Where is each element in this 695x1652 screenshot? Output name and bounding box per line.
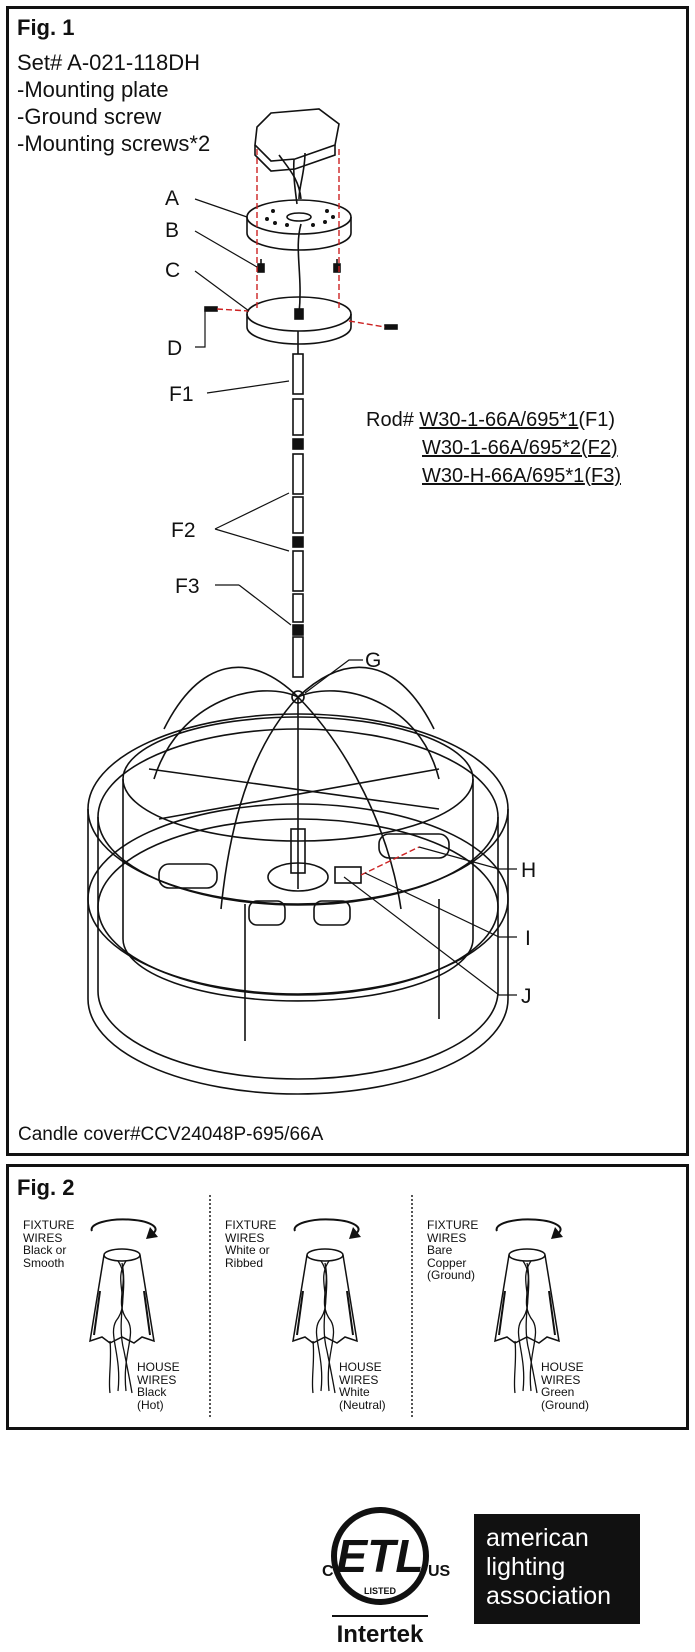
candle-cover-label: Candle cover#CCV24048P-695/66A <box>18 1124 324 1145</box>
part-mounting-plate: -Mounting plate <box>17 77 169 102</box>
rod-prefix: Rod# <box>366 409 414 431</box>
rod-list: Rod# W30-1-66A/695*1(F1) W30-1-66A/695*2… <box>366 406 666 490</box>
callout-i: I <box>525 927 531 950</box>
part-ground-screw: -Ground screw <box>17 104 162 129</box>
wire-nut-icon-1 <box>89 1218 159 1394</box>
callout-f2: F2 <box>171 519 196 542</box>
red-guide-lines <box>216 149 420 876</box>
junction-box <box>254 108 340 205</box>
etl-c-mark: C <box>322 1563 334 1580</box>
etl-listed-text: LISTED <box>364 1586 397 1596</box>
etl-us-mark: US <box>428 1563 451 1580</box>
figure-1-title: Fig. 1 <box>17 15 75 40</box>
callout-j: J <box>521 985 532 1008</box>
mounting-screws <box>257 259 341 273</box>
rod-f3-suffix: (F3) <box>584 465 621 487</box>
rod-f2-suffix: (F2) <box>580 437 618 459</box>
callout-h: H <box>521 859 536 882</box>
etl-listed-logo: ETL LISTED C US Intertek <box>322 1507 451 1648</box>
callout-f1: F1 <box>169 383 194 406</box>
rod-f1-suffix: (F1) <box>578 409 616 431</box>
rod-f3-code: W30-H-66A/695*1 <box>422 465 585 487</box>
callout-leaders <box>194 198 517 996</box>
callout-b: B <box>165 219 179 242</box>
svg-text:ETL: ETL <box>337 1530 424 1582</box>
chandelier-assembly-drawing: A B C D F1 F2 F3 G H I J <box>87 108 536 1095</box>
cage-fixture <box>87 666 509 1095</box>
callout-g: G <box>365 649 381 672</box>
callout-f3: F3 <box>175 575 200 598</box>
callout-d: D <box>167 337 182 360</box>
ala-word-lighting: lighting <box>486 1553 566 1581</box>
wire-nut-icon-2 <box>292 1218 362 1394</box>
column-divider-1 <box>209 1195 211 1417</box>
wire-nut-icon-3 <box>494 1218 564 1394</box>
column-divider-2 <box>411 1195 413 1417</box>
callout-c: C <box>165 259 180 282</box>
part-mounting-screws: -Mounting screws*2 <box>17 131 211 156</box>
rod-f1-code: W30-1-66A/695*1 <box>419 409 579 431</box>
figure-2-title: Fig. 2 <box>17 1175 75 1200</box>
ala-word-association: association <box>486 1582 612 1610</box>
set-number: Set# A-021-118DH <box>17 50 201 75</box>
figure-1-panel: Fig. 1 Set# A-021-118DH -Mounting plate … <box>6 6 689 1156</box>
ala-logo: american lighting association <box>474 1514 640 1624</box>
rod-f2-code: W30-1-66A/695*2 <box>422 437 581 459</box>
down-rods <box>292 331 304 678</box>
callout-a: A <box>165 187 179 210</box>
canopy <box>246 223 352 345</box>
ala-word-american: american <box>486 1524 589 1552</box>
intertek-wordmark: Intertek <box>337 1621 424 1648</box>
wire-nut-drawings <box>89 1218 564 1394</box>
